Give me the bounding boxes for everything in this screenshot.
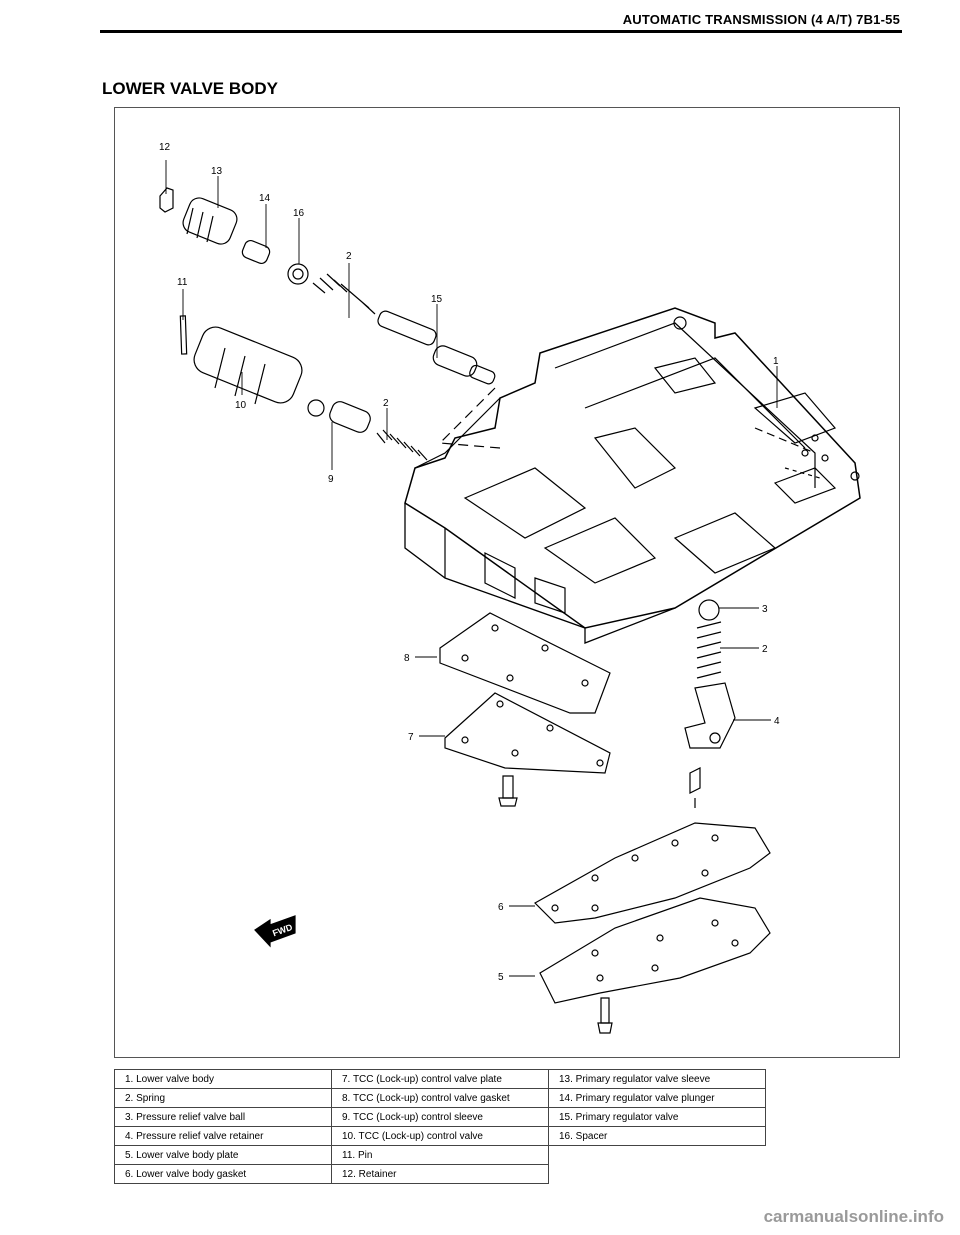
legend-cell: 16. Spacer — [548, 1126, 766, 1146]
valve-train-lower — [179, 315, 428, 461]
watermark: carmanualsonline.info — [763, 1207, 944, 1226]
page-header-title: AUTOMATIC TRANSMISSION (4 A/T) 7B1-55 — [622, 12, 900, 27]
legend-cell: 1. Lower valve body — [114, 1069, 332, 1089]
callout-5: 5 — [498, 972, 504, 983]
leader-lines — [165, 160, 778, 977]
callout-7: 7 — [408, 732, 414, 743]
legend-cell: 13. Primary regulator valve sleeve — [548, 1069, 766, 1089]
legend-cell: 12. Retainer — [331, 1164, 549, 1184]
lower-body-plates — [534, 822, 771, 1034]
legend-cell: 9. TCC (Lock-up) control sleeve — [331, 1107, 549, 1127]
callout-14: 14 — [259, 193, 271, 204]
callout-1: 1 — [773, 356, 779, 367]
legend-cell-empty — [549, 1146, 766, 1165]
legend-cell: 3. Pressure relief valve ball — [114, 1107, 332, 1127]
legend-row: 1. Lower valve body 7. TCC (Lock-up) con… — [114, 1069, 766, 1089]
callout-15: 15 — [431, 294, 443, 305]
exploded-diagram: FWD 12 13 14 16 2 15 — [114, 107, 900, 1058]
legend-cell: 15. Primary regulator valve — [548, 1107, 766, 1127]
callout-12: 12 — [159, 142, 171, 153]
callout-10: 10 — [235, 400, 247, 411]
fwd-arrow: FWD — [254, 915, 296, 948]
legend-row: 2. Spring 8. TCC (Lock-up) control valve… — [114, 1088, 766, 1108]
lower-valve-body-drawing — [404, 307, 861, 644]
callout-6: 6 — [498, 902, 504, 913]
legend-cell: 14. Primary regulator valve plunger — [548, 1088, 766, 1108]
legend-cell: 8. TCC (Lock-up) control valve gasket — [331, 1088, 549, 1108]
legend-row: 6. Lower valve body gasket 12. Retainer — [114, 1164, 766, 1184]
callout-3: 3 — [762, 604, 768, 615]
legend-cell: 2. Spring — [114, 1088, 332, 1108]
legend-cell: 10. TCC (Lock-up) control valve — [331, 1126, 549, 1146]
relief-valve-parts — [684, 599, 736, 808]
legend-cell: 7. TCC (Lock-up) control valve plate — [331, 1069, 549, 1089]
legend-row: 3. Pressure relief valve ball 9. TCC (Lo… — [114, 1107, 766, 1127]
legend-cell: 11. Pin — [331, 1145, 549, 1165]
callout-16: 16 — [293, 208, 305, 219]
legend-row: 4. Pressure relief valve retainer 10. TC… — [114, 1126, 766, 1146]
callout-2-mid: 2 — [383, 398, 389, 409]
callout-2-top: 2 — [346, 251, 352, 262]
parts-legend-table: 1. Lower valve body 7. TCC (Lock-up) con… — [114, 1069, 766, 1184]
callout-2-low: 2 — [762, 644, 768, 655]
tcc-plates — [439, 612, 611, 807]
callout-13: 13 — [211, 166, 223, 177]
valve-train-upper — [159, 187, 501, 449]
callout-8: 8 — [404, 653, 410, 664]
callout-4: 4 — [774, 716, 780, 727]
legend-cell: 5. Lower valve body plate — [114, 1145, 332, 1165]
section-title: LOWER VALVE BODY — [102, 79, 278, 98]
legend-cell: 6. Lower valve body gasket — [114, 1164, 332, 1184]
header-rule — [100, 30, 902, 33]
legend-cell: 4. Pressure relief valve retainer — [114, 1126, 332, 1146]
legend-cell-empty — [549, 1165, 766, 1184]
callout-9: 9 — [328, 474, 334, 485]
callout-11: 11 — [177, 277, 188, 288]
legend-row: 5. Lower valve body plate 11. Pin — [114, 1145, 766, 1165]
